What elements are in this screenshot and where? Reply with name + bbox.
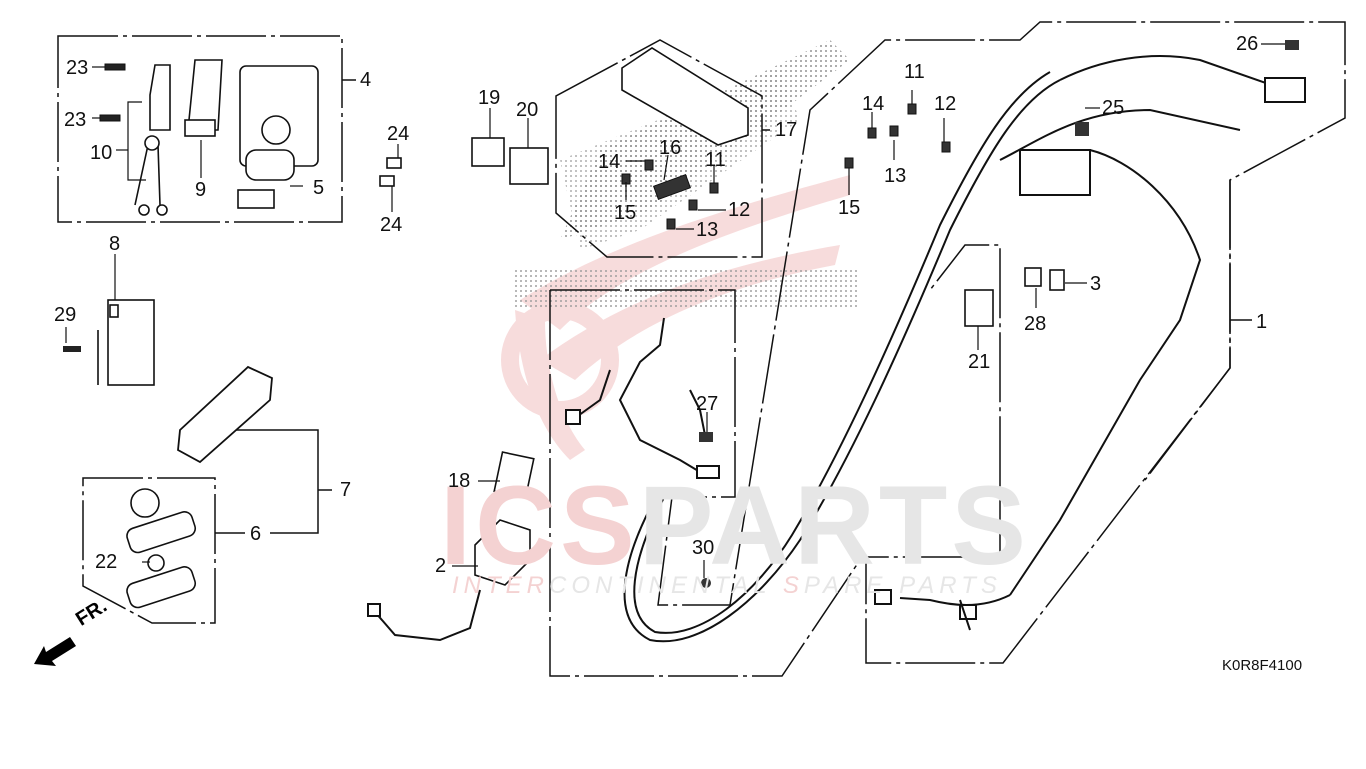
watermark-logo: ICSPARTS — [440, 470, 1030, 582]
part-bolts-23 — [99, 63, 126, 122]
part-socket-2 — [474, 519, 531, 586]
callout-11[interactable]: 11 — [705, 149, 726, 171]
group-box-1 — [865, 180, 1252, 664]
callout-23[interactable]: 23 — [64, 109, 87, 131]
callout-15[interactable]: 15 — [614, 202, 637, 224]
callout-24[interactable]: 24 — [387, 123, 410, 145]
callout-18[interactable]: 18 — [448, 470, 471, 492]
callout-28[interactable]: 28 — [1024, 313, 1047, 335]
callout-10[interactable]: 10 — [90, 142, 113, 164]
callout-2[interactable]: 2 — [435, 555, 447, 577]
callout-7[interactable]: 7 — [340, 479, 352, 501]
part-clip-25 — [1075, 122, 1089, 136]
part-cap-28 — [1024, 267, 1042, 287]
part-main-harness — [623, 55, 1306, 643]
part-bracket-10 — [134, 64, 171, 216]
callout-8[interactable]: 8 — [109, 233, 121, 255]
callout-3[interactable]: 3 — [1090, 273, 1102, 295]
part-switch-9 — [184, 59, 223, 137]
callout-24[interactable]: 24 — [380, 214, 403, 236]
callout-27[interactable]: 27 — [696, 393, 719, 415]
tagline-part: PARE PARTS — [803, 572, 1002, 599]
callout-15[interactable]: 15 — [838, 197, 861, 219]
part-fuses-small — [621, 103, 951, 230]
callout-23[interactable]: 23 — [66, 57, 89, 79]
callout-17[interactable]: 17 — [775, 119, 798, 141]
callout-11[interactable]: 11 — [904, 61, 925, 83]
part-ignition-switch — [237, 65, 319, 209]
front-direction-arrow-icon — [34, 637, 76, 666]
bracket-10-leader — [116, 101, 146, 181]
callout-14[interactable]: 14 — [862, 93, 885, 115]
callout-12[interactable]: 12 — [934, 93, 957, 115]
callout-12[interactable]: 12 — [728, 199, 751, 221]
callout-26[interactable]: 26 — [1236, 33, 1259, 55]
callout-13[interactable]: 13 — [696, 219, 719, 241]
part-bolts-24 — [379, 157, 402, 187]
callout-5[interactable]: 5 — [313, 177, 325, 199]
callout-4[interactable]: 4 — [360, 69, 372, 91]
callout-19[interactable]: 19 — [478, 87, 501, 109]
part-sub-harness — [565, 317, 720, 479]
part-clip-26 — [1285, 40, 1299, 50]
part-cover-3 — [1049, 269, 1065, 291]
part-relay-20 — [509, 147, 549, 185]
group-box-center — [549, 21, 1346, 677]
group-box-4 — [57, 35, 356, 223]
callout-9[interactable]: 9 — [195, 179, 207, 201]
tagline-part: INTER — [452, 572, 549, 599]
callout-1[interactable]: 1 — [1256, 311, 1268, 333]
callout-29[interactable]: 29 — [54, 304, 77, 326]
watermark-logo-red: ICS — [440, 463, 639, 588]
callout-13[interactable]: 13 — [884, 165, 907, 187]
callout-21[interactable]: 21 — [968, 351, 991, 373]
callout-14[interactable]: 14 — [598, 151, 621, 173]
part-clip-27 — [699, 432, 713, 442]
group-box-6 — [82, 429, 332, 624]
callout-20[interactable]: 20 — [516, 99, 539, 121]
leader-lines — [65, 43, 1285, 578]
watermark-tagline: INTERCONTINENTAL SPARE PARTS — [452, 574, 1002, 598]
part-bracket-8 — [97, 299, 155, 386]
watermark-logo-gray: PARTS — [638, 463, 1030, 588]
callout-16[interactable]: 16 — [659, 137, 682, 159]
part-key-fob-6 — [126, 488, 197, 609]
part-fuse-16 — [652, 173, 692, 201]
part-relay-19 — [471, 137, 505, 167]
part-ecu-18 — [493, 451, 535, 499]
part-lead-wire — [367, 589, 481, 642]
tagline-part: S — [782, 572, 804, 599]
part-fuse-box-17 — [621, 47, 749, 146]
part-nut-30 — [701, 578, 711, 588]
part-switch-21 — [964, 289, 994, 327]
tagline-part: CONTINENTAL — [549, 572, 783, 599]
part-smart-unit-7 — [177, 365, 273, 464]
callout-6[interactable]: 6 — [250, 523, 262, 545]
callout-25[interactable]: 25 — [1102, 97, 1125, 119]
group-box-17 — [555, 39, 770, 258]
callout-22[interactable]: 22 — [95, 551, 118, 573]
part-bolt-29 — [63, 346, 81, 352]
callout-30[interactable]: 30 — [692, 537, 715, 559]
drawing-code: K0R8F4100 — [1222, 657, 1303, 674]
